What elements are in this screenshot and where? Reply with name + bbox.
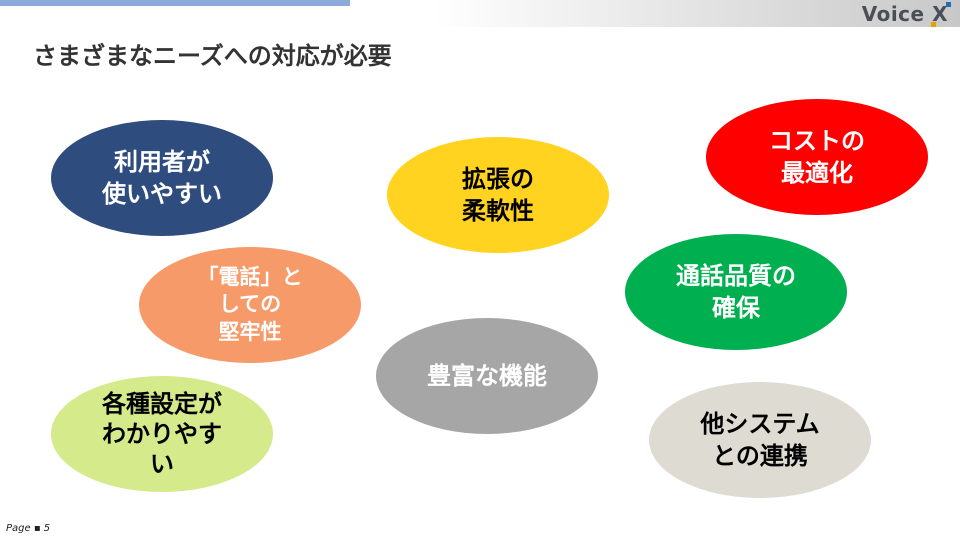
bubble-integration: 他システム との連携 — [649, 382, 871, 498]
bubble-label: 「電話」と しての 堅牢性 — [197, 265, 303, 344]
bubble-label: コストの 最適化 — [769, 126, 865, 187]
bubble-label: 豊富な機能 — [427, 361, 547, 390]
bubble-usability: 利用者が 使いやすい — [51, 120, 273, 236]
bubble-label: 他システム との連携 — [700, 409, 820, 470]
bubble-settings: 各種設定が わかりやす い — [51, 376, 273, 492]
logo: Voice X — [862, 2, 951, 27]
page-title: さまざまなニーズへの対応が必要 — [33, 42, 392, 70]
bubble-extensibility: 拡張の 柔軟性 — [387, 137, 609, 253]
bubble-features: 豊富な機能 — [376, 318, 598, 434]
header-accent — [0, 0, 350, 6]
bubble-label: 利用者が 使いやすい — [102, 147, 222, 208]
page-number: Page ▪ 5 — [6, 523, 51, 534]
bubble-cost: コストの 最適化 — [706, 99, 928, 215]
bubble-label: 各種設定が わかりやす い — [102, 390, 222, 478]
bubble-robustness: 「電話」と しての 堅牢性 — [139, 247, 361, 363]
bubble-label: 拡張の 柔軟性 — [462, 164, 534, 225]
bubble-call-quality: 通話品質の 確保 — [625, 234, 847, 350]
bubble-label: 通話品質の 確保 — [676, 261, 796, 322]
